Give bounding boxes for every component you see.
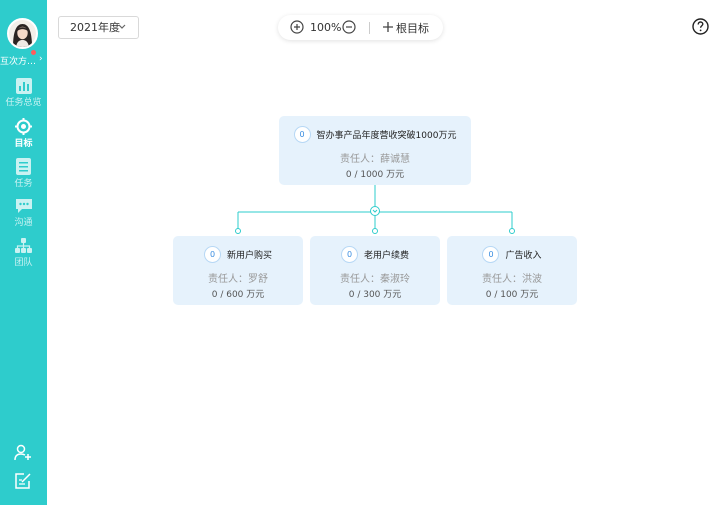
goal-card-ads[interactable]: 0 广告收入 责任人：洪波 0 / 100 万元 [447, 236, 577, 305]
sidebar-item-tasks[interactable]: 任务 [0, 158, 47, 189]
chevron-right-icon[interactable]: › [39, 54, 43, 64]
zoom-toolbar: 100% 根目标 [278, 15, 443, 40]
edit-icon[interactable] [14, 472, 32, 490]
sidebar-item-chat[interactable]: 沟通 [0, 198, 47, 228]
goal-title: 智办事产品年度营收突破1000万元 [316, 131, 457, 141]
goal-owner: 责任人：秦淑玲 [340, 274, 410, 285]
sidebar-item-label: 任务 [14, 179, 33, 189]
goal-count-badge: 0 [482, 246, 500, 263]
zoom-in-icon[interactable] [290, 20, 304, 34]
sidebar-item-team[interactable]: 团队 [0, 238, 47, 268]
goal-card-header: 0 老用户续费 [310, 246, 440, 263]
goal-title: 老用户续费 [363, 251, 409, 261]
list-icon [16, 158, 31, 175]
sidebar: 互次方… › 任务总览 目标 任务 [0, 0, 47, 505]
goal-title: 新用户购买 [226, 251, 272, 261]
goal-card-header: 0 新用户购买 [173, 246, 303, 263]
year-select-value: 2021年度 [70, 21, 120, 34]
avatar-image [9, 20, 36, 47]
target-icon [15, 118, 32, 135]
notification-dot [31, 50, 36, 55]
goal-card-header: 0 广告收入 [447, 246, 577, 263]
goal-owner: 责任人：罗舒 [208, 274, 268, 285]
goal-progress: 0 / 600 万元 [211, 290, 265, 300]
add-root-goal-button[interactable]: 根目标 [396, 22, 429, 35]
goal-title: 广告收入 [505, 251, 542, 261]
team-icon [15, 238, 32, 253]
chevron-down-icon [118, 24, 126, 29]
goal-owner: 责任人：洪波 [482, 274, 542, 285]
sidebar-item-overview[interactable]: 任务总览 [0, 78, 47, 108]
user-name[interactable]: 互次方… [0, 57, 37, 67]
avatar[interactable] [7, 18, 38, 49]
goal-card-renewals[interactable]: 0 老用户续费 责任人：秦淑玲 0 / 300 万元 [310, 236, 440, 305]
toolbar-divider [369, 22, 370, 34]
sidebar-item-label: 目标 [14, 139, 33, 149]
sidebar-item-goals[interactable]: 目标 [0, 118, 47, 149]
goal-card-header: 0 智办事产品年度营收突破1000万元 [279, 126, 471, 143]
help-icon[interactable] [692, 18, 709, 35]
goal-card-new-users[interactable]: 0 新用户购买 责任人：罗舒 0 / 600 万元 [173, 236, 303, 305]
goal-progress: 0 / 300 万元 [348, 290, 402, 300]
sidebar-item-label: 任务总览 [5, 98, 42, 108]
goal-progress: 0 / 1000 万元 [345, 170, 405, 180]
add-member-icon[interactable] [14, 444, 32, 462]
goal-count-badge: 0 [340, 246, 358, 263]
year-select[interactable]: 2021年度 [58, 16, 139, 39]
chat-icon [15, 199, 32, 213]
goal-count-badge: 0 [203, 246, 221, 263]
zoom-level: 100% [310, 21, 342, 34]
goal-progress: 0 / 100 万元 [485, 290, 539, 300]
sidebar-item-label: 沟通 [14, 218, 33, 228]
collapse-toggle-icon[interactable] [370, 206, 380, 216]
plus-icon[interactable] [382, 21, 394, 33]
sidebar-item-label: 团队 [14, 258, 33, 268]
goal-card-root[interactable]: 0 智办事产品年度营收突破1000万元 责任人：薛诚慧 0 / 1000 万元 [279, 116, 471, 185]
zoom-out-icon[interactable] [342, 20, 356, 34]
goal-count-badge: 0 [293, 126, 311, 143]
chart-icon [15, 78, 32, 94]
goal-owner: 责任人：薛诚慧 [340, 154, 410, 165]
